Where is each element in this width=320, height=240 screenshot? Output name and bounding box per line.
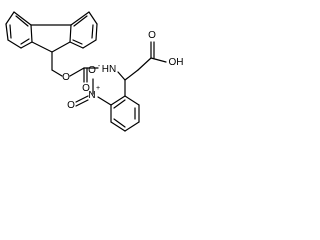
nitrophenyl-ring	[110, 95, 140, 132]
nitro-nitrogen: N	[88, 90, 95, 101]
fluorene-right-ring	[69, 11, 98, 49]
fluorene-left-ring	[5, 11, 33, 49]
nitro-single-oxygen: O	[88, 65, 96, 76]
nitro-plus-charge: +	[96, 85, 100, 92]
acid-hydroxyl: OH	[169, 57, 184, 68]
nitro-group	[75, 78, 112, 107]
carbamate-carbonyl-oxygen: O	[82, 83, 90, 94]
nitro-minus-charge: -	[98, 63, 101, 70]
structural-formula: O O HN O OH N + O - O	[5, 11, 184, 132]
nitro-double-oxygen: O	[67, 100, 75, 111]
carbamate-carbonyl	[83, 67, 99, 83]
acid-carbonyl-oxygen: O	[148, 30, 156, 41]
backbone	[117, 41, 167, 81]
amine-nh-label: HN	[102, 64, 116, 75]
fluorene-five-ring	[30, 24, 72, 53]
carbamate-ester-oxygen: O	[62, 72, 70, 83]
fmoc-linker	[51, 51, 85, 77]
